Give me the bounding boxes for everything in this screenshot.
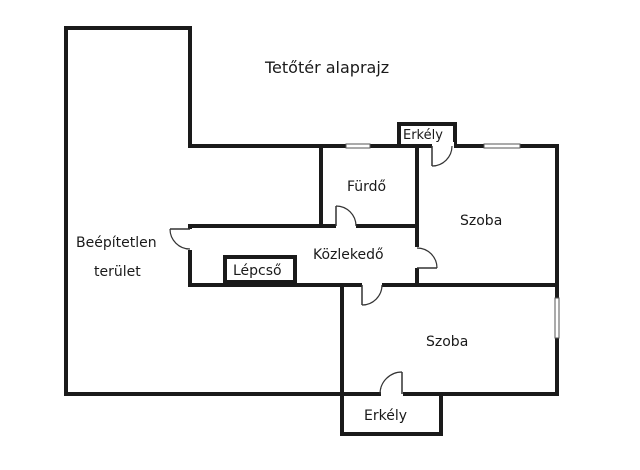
outer-wall-left-block (64, 26, 344, 396)
label-room-upper: Szoba (460, 213, 502, 229)
door-corridor-left (169, 228, 191, 250)
label-room-lower: Szoba (426, 334, 468, 350)
door-bathroom (335, 205, 357, 227)
window-bathroom (345, 143, 371, 149)
windows (345, 143, 560, 339)
door-balcony-bottom (379, 371, 403, 395)
door-lower-room (361, 284, 383, 306)
label-unbuilt-line2: terület (94, 264, 141, 280)
label-unbuilt-line1: Beépítetlen (76, 235, 157, 251)
label-stairs: Lépcső (233, 263, 282, 279)
label-balcony-bottom: Erkély (364, 408, 407, 424)
door-balcony-top (431, 145, 453, 167)
doors (169, 142, 454, 398)
stairs-walls (223, 255, 297, 284)
label-balcony-top: Erkély (403, 128, 443, 143)
walls (64, 26, 559, 436)
balcony-top-walls (397, 122, 457, 148)
window-lower-room (554, 297, 560, 339)
label-bathroom: Fürdő (347, 179, 386, 195)
label-corridor: Közlekedő (313, 247, 384, 263)
door-upper-room (416, 247, 438, 269)
window-upper-room (483, 143, 521, 149)
plan-title: Tetőtér alaprajz (264, 58, 389, 77)
